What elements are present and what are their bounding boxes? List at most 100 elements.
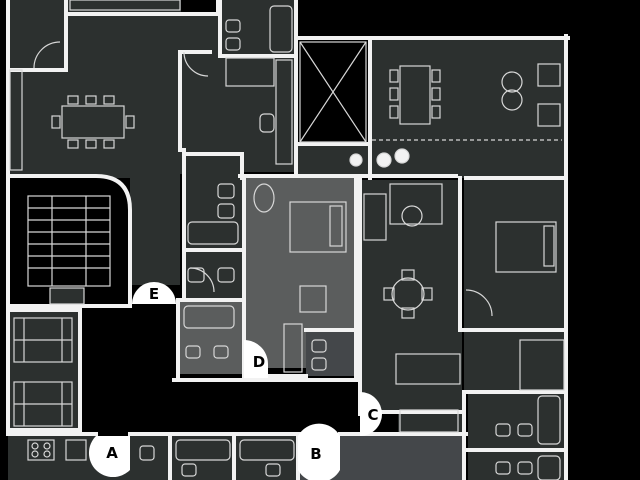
room-corridor2 — [176, 384, 356, 432]
rug — [253, 183, 275, 213]
chair — [401, 307, 415, 319]
kitchen-counter — [395, 353, 461, 385]
round-table — [391, 277, 425, 311]
door-swing — [33, 41, 61, 69]
chair — [383, 287, 395, 301]
sofa-grid — [14, 318, 72, 426]
room-bottom-bath — [172, 436, 234, 480]
toilet — [217, 267, 235, 283]
kitchen-counter — [399, 409, 459, 433]
wall-bath-mid — [176, 248, 246, 382]
bathtub — [183, 305, 235, 329]
wardrobe — [519, 339, 565, 391]
stair-steps — [28, 196, 110, 286]
sink — [495, 461, 511, 475]
bathtub — [239, 439, 295, 461]
dining-chair — [67, 139, 79, 149]
kitchenette — [283, 323, 303, 373]
toilet — [311, 357, 327, 371]
living-chair — [431, 87, 441, 101]
room-bath-center — [186, 154, 242, 302]
armchair — [537, 63, 561, 87]
room-top-kitchen — [66, 0, 181, 22]
chair — [401, 269, 415, 281]
wall-unit-row — [238, 174, 568, 180]
unit-marker-b-label: B — [310, 445, 321, 463]
unit-marker-e: E — [132, 282, 176, 304]
stove-burner — [43, 450, 51, 458]
study-chair — [259, 113, 275, 133]
bed-pillow — [543, 225, 555, 267]
unit-marker-a-label: A — [106, 444, 118, 462]
room-unit-c — [358, 180, 462, 412]
walls — [6, 0, 570, 480]
table — [401, 205, 423, 227]
living-dining-table — [399, 65, 431, 125]
unit-marker-c-label: C — [367, 406, 378, 424]
table — [299, 285, 327, 313]
living-chair — [389, 87, 399, 101]
door-swing — [465, 289, 493, 317]
coffee-table — [389, 183, 443, 225]
unit-marker-b: B — [298, 423, 340, 480]
bathtub — [175, 439, 231, 461]
toilet — [225, 37, 241, 51]
unit-marker-e-label: E — [149, 285, 159, 303]
bed-pillow — [329, 205, 343, 247]
coffee-table — [501, 89, 523, 111]
bed — [289, 201, 347, 253]
dining-chair — [67, 95, 79, 105]
wall-study-top — [178, 50, 298, 58]
bathtub — [537, 395, 561, 445]
bathtub — [269, 5, 293, 53]
room-lower-left — [8, 312, 80, 430]
coffee-table — [501, 71, 523, 93]
study-desk — [275, 59, 293, 165]
dining-chair — [103, 95, 115, 105]
atrium-cross — [299, 41, 367, 143]
atrium-frame — [299, 41, 367, 143]
sink — [213, 345, 229, 359]
toilet — [181, 463, 197, 477]
bathtub — [537, 455, 561, 480]
top-counter — [69, 0, 181, 11]
wall-top-left — [6, 0, 68, 72]
stove-burner — [43, 442, 51, 450]
chair — [421, 287, 433, 301]
toilet — [185, 345, 201, 359]
bathtub — [187, 221, 239, 245]
sink — [517, 461, 533, 475]
dining-chair — [125, 115, 135, 129]
wall-stair — [6, 174, 132, 308]
dining-table — [61, 105, 125, 139]
wall-unit-d — [242, 174, 360, 380]
room-corridor — [80, 312, 176, 430]
living-chair — [431, 105, 441, 119]
room-bath-d2 — [306, 330, 360, 376]
sink — [187, 267, 205, 283]
sink — [65, 439, 87, 461]
plant-icon — [376, 152, 392, 168]
door-swing — [183, 51, 209, 77]
toilet — [139, 445, 155, 461]
plant-icon — [394, 148, 410, 164]
living-chair — [389, 105, 399, 119]
room-top-bath — [220, 0, 296, 56]
stair-landing — [49, 287, 85, 305]
room-bath-right2 — [468, 452, 564, 480]
room-bedroom-right — [464, 180, 564, 390]
dining-chair — [103, 139, 115, 149]
armchair — [537, 103, 561, 127]
unit-marker-e-disc — [132, 282, 176, 304]
wall-bottom-row — [6, 390, 468, 480]
stove — [27, 439, 55, 461]
unit-marker-b-disc — [298, 423, 340, 480]
dining-chair — [51, 115, 61, 129]
toilet — [495, 423, 511, 437]
wall-lower-left — [6, 308, 82, 432]
sink — [311, 339, 327, 353]
stair-core — [27, 195, 111, 287]
plant-icon — [349, 153, 363, 167]
living-chair — [389, 69, 399, 83]
